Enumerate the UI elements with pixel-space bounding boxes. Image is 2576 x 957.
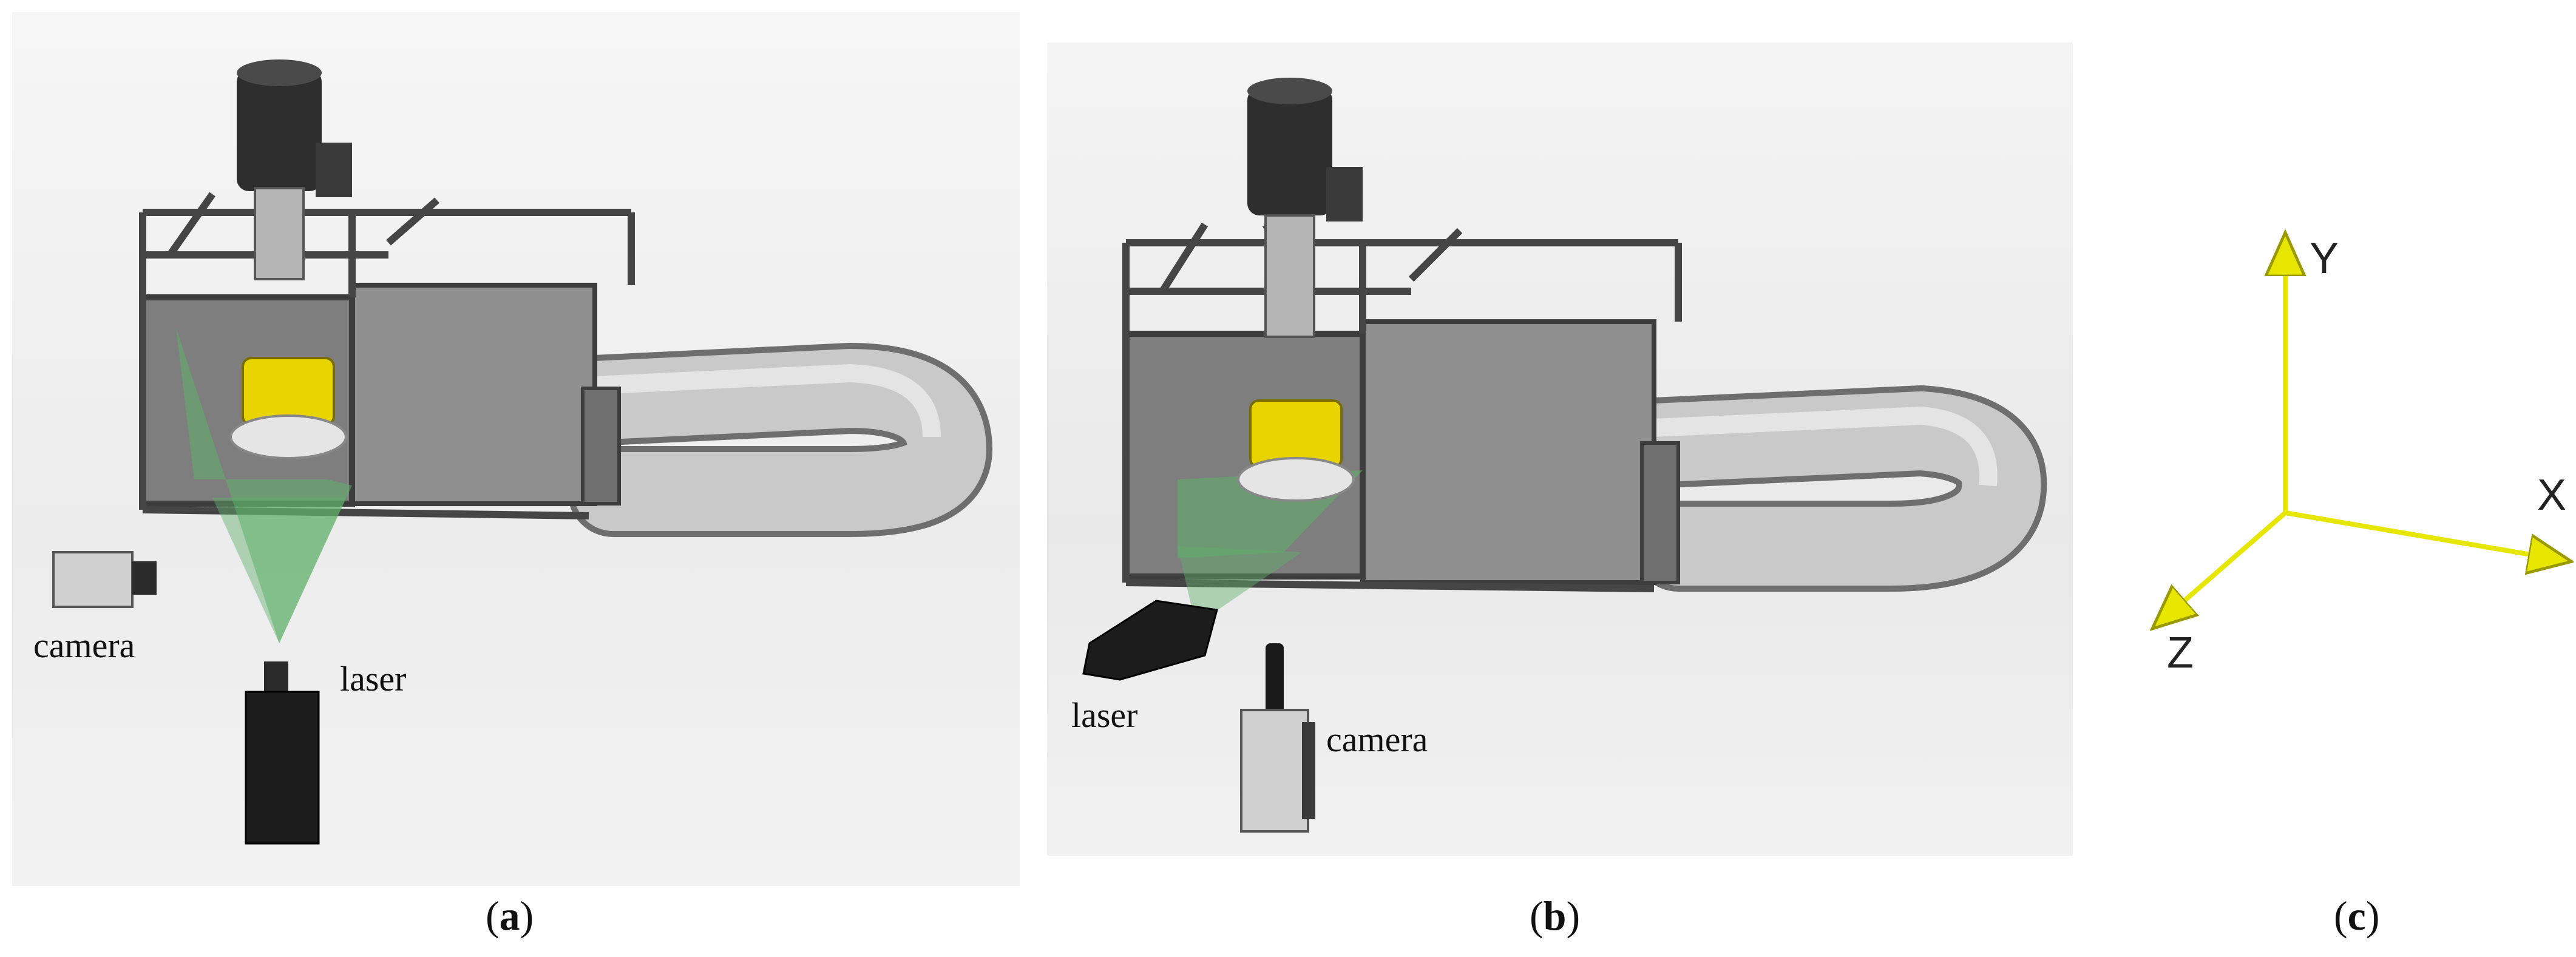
laser-device: [245, 661, 320, 845]
pipe-loop: [1608, 385, 2047, 592]
x-axis-arrow: [2285, 510, 2552, 558]
panel-a-drawing: [52, 59, 993, 845]
laser-sheet-lower: [212, 498, 346, 643]
z-axis-arrow: [2167, 510, 2287, 616]
panel-b: laser camera: [1047, 42, 2073, 856]
x-axis-label: X: [2537, 471, 2567, 519]
camera-device: [1240, 643, 1315, 833]
panel-b-drawing: [1082, 78, 2047, 833]
pipe-loop: [549, 342, 993, 537]
tank-right-box: [350, 283, 597, 506]
caption-b-letter: b: [1543, 893, 1567, 939]
axes-triad: [2100, 182, 2574, 728]
pipe-flange: [581, 387, 621, 506]
top-frame: [1122, 222, 1682, 592]
laser-sheet-lower: [1178, 546, 1302, 625]
motor: [1247, 78, 1363, 338]
motor: [237, 59, 352, 280]
panel-a: camera laser: [12, 12, 1020, 886]
camera-label: camera: [1326, 720, 1428, 759]
laser-device: [1082, 600, 1218, 681]
laser-sheet: [176, 328, 352, 643]
z-axis-label: Z: [2167, 629, 2194, 677]
camera-device: [52, 551, 157, 608]
caption-a: (a): [486, 893, 534, 939]
laser-label: laser: [1071, 695, 1138, 735]
impeller: [229, 357, 347, 459]
caption-a-letter: a: [499, 893, 520, 939]
tank-right-box: [1360, 319, 1656, 585]
camera-label: camera: [33, 626, 135, 665]
y-axis-label: Y: [2310, 234, 2339, 283]
laser-label: laser: [340, 659, 407, 698]
caption-b: (b): [1530, 893, 1581, 939]
caption-c-letter: c: [2347, 893, 2366, 939]
caption-c: (c): [2334, 893, 2380, 939]
panel-c: Y X Z: [2100, 182, 2574, 728]
impeller: [1237, 399, 1355, 502]
pipe-flange: [1640, 441, 1680, 584]
